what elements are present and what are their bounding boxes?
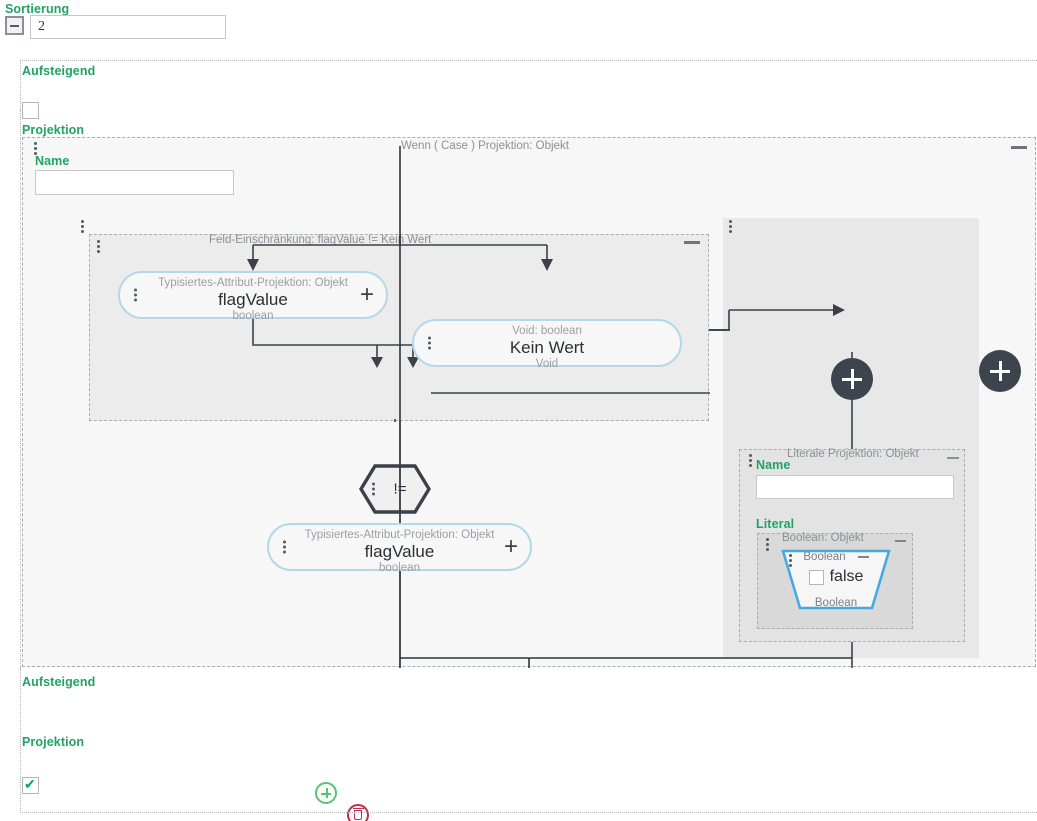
projection-bottom-section bbox=[20, 666, 1037, 813]
field-restriction-panel[interactable]: Feld-Einschränkung: flagValue != Kein We… bbox=[89, 234, 710, 514]
field-restriction-caption: Feld-Einschränkung: flagValue != Kein We… bbox=[209, 234, 432, 246]
operator-label: != bbox=[393, 480, 407, 498]
case-panel-caption: Wenn ( Case ) Projektion: Objekt bbox=[401, 140, 569, 152]
node-center-title: flagValue bbox=[364, 542, 435, 561]
add-row-button[interactable] bbox=[315, 782, 337, 804]
boolean-literal-subtitle: Boolean bbox=[814, 597, 858, 609]
boolean-object-caption: Boolean: Objekt bbox=[782, 532, 864, 544]
case-projection-panel[interactable]: Wenn ( Case ) Projektion: Objekt Name Fe… bbox=[22, 137, 1036, 668]
literal-name-label: Name bbox=[756, 458, 791, 472]
boolean-literal-node[interactable]: Boolean false Boolean bbox=[780, 548, 892, 611]
restriction-group-drag-handle[interactable] bbox=[81, 220, 85, 233]
section-rail bbox=[20, 110, 21, 670]
boolean-literal-caption: Boolean bbox=[803, 551, 846, 563]
ascending-top-checkbox[interactable] bbox=[22, 102, 39, 119]
node-left-menu-icon[interactable] bbox=[134, 288, 138, 302]
boolean-literal-menu-icon[interactable] bbox=[789, 554, 793, 567]
node-typed-attribute-projection-left[interactable]: Typisiertes-Attribut-Projektion: Objekt … bbox=[118, 271, 388, 322]
literal-canvas-drag-handle[interactable] bbox=[729, 220, 733, 233]
node-typed-attribute-projection-center[interactable]: Typisiertes-Attribut-Projektion: Objekt … bbox=[267, 523, 532, 574]
boolean-literal-value: false bbox=[829, 568, 864, 585]
node-center-type: Typisiertes-Attribut-Projektion: Objekt bbox=[304, 529, 495, 541]
operator-menu-icon[interactable] bbox=[372, 482, 376, 496]
projection-top-label: Projektion bbox=[22, 123, 85, 137]
node-void-subtitle: Void bbox=[535, 358, 559, 370]
field-restriction-collapse-button[interactable] bbox=[684, 241, 700, 244]
boolean-literal-collapse-button[interactable] bbox=[857, 556, 869, 558]
boolean-literal-checkbox[interactable] bbox=[808, 569, 824, 585]
literal-label: Literal bbox=[756, 517, 795, 531]
literal-panel-drag-handle[interactable] bbox=[749, 454, 753, 467]
projection-bottom-label: Projektion bbox=[22, 735, 85, 749]
ascending-bottom-label: Aufsteigend bbox=[22, 675, 96, 689]
node-left-plus-icon[interactable]: + bbox=[359, 281, 374, 308]
node-center-plus-icon[interactable]: + bbox=[503, 533, 518, 560]
node-void[interactable]: Void: boolean Kein Wert Void bbox=[412, 319, 682, 370]
literal-panel-caption: Literale Projektion: Objekt bbox=[787, 448, 919, 460]
node-left-type: Typisiertes-Attribut-Projektion: Objekt bbox=[158, 277, 348, 289]
node-center-menu-icon[interactable] bbox=[283, 540, 287, 554]
boolean-object-collapse-button[interactable] bbox=[895, 540, 906, 542]
operator-node-not-equal[interactable]: != bbox=[359, 464, 431, 514]
node-left-subtitle: boolean bbox=[232, 310, 274, 322]
case-panel-collapse-button[interactable] bbox=[1011, 146, 1027, 149]
literal-projection-panel[interactable]: Literale Projektion: Objekt Name Literal… bbox=[739, 448, 965, 642]
node-center-subtitle: boolean bbox=[379, 562, 420, 574]
sorting-value-input[interactable] bbox=[30, 15, 226, 39]
sorting-label: Sortierung bbox=[5, 2, 70, 16]
node-void-type: Void: boolean bbox=[512, 325, 582, 337]
boolean-object-panel[interactable]: Boolean: Objekt Boolean false bbox=[757, 532, 913, 629]
node-void-menu-icon[interactable] bbox=[428, 336, 432, 350]
node-void-title: Kein Wert bbox=[509, 338, 585, 357]
literal-name-input[interactable] bbox=[756, 475, 954, 499]
ascending-bottom-checkbox[interactable] bbox=[22, 776, 39, 794]
ascending-top-label: Aufsteigend bbox=[22, 64, 96, 78]
case-name-input[interactable] bbox=[35, 170, 234, 195]
case-panel-drag-handle[interactable] bbox=[34, 142, 38, 155]
boolean-object-drag-handle[interactable] bbox=[766, 538, 770, 551]
sorting-collapse-button[interactable] bbox=[5, 16, 24, 35]
literal-panel-collapse-button[interactable] bbox=[947, 457, 959, 459]
case-name-label: Name bbox=[35, 154, 70, 168]
add-node-button-inner[interactable] bbox=[831, 358, 873, 400]
field-restriction-drag-handle[interactable] bbox=[97, 240, 101, 253]
add-node-button-outer[interactable] bbox=[979, 350, 1021, 392]
node-left-title: flagValue bbox=[218, 290, 288, 309]
ascending-top-section bbox=[20, 60, 1037, 110]
